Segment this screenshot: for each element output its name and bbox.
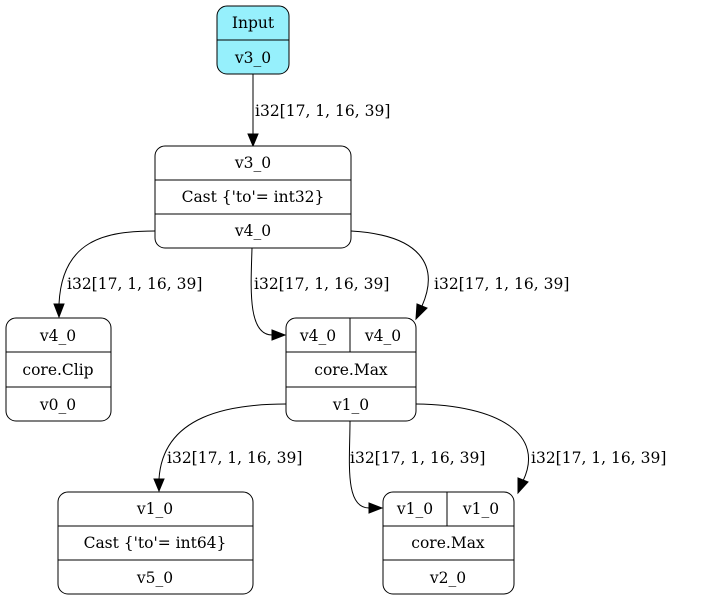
node-input: v1_0 — [136, 500, 173, 518]
edge-cast-to-max-a: i32[17, 1, 16, 39] — [250, 247, 389, 341]
node-output: v3_0 — [234, 49, 271, 67]
edge-label: i32[17, 1, 16, 39] — [531, 449, 666, 467]
node-input: v3_0 — [234, 154, 271, 172]
cast-int32-node[interactable]: v3_0 Cast {'to'= int32} v4_0 — [154, 145, 352, 249]
node-op: core.Clip — [22, 361, 93, 379]
max-node-1[interactable]: v4_0 v4_0 core.Max v1_0 — [285, 317, 417, 422]
edge-max-to-max2-a: i32[17, 1, 16, 39] — [348, 420, 485, 514]
node-output: v4_0 — [234, 222, 271, 240]
node-output: v0_0 — [39, 396, 76, 414]
input-node[interactable]: Input v3_0 — [216, 5, 290, 75]
edge-label: i32[17, 1, 16, 39] — [255, 102, 390, 120]
clip-node[interactable]: v4_0 core.Clip v0_0 — [5, 317, 112, 422]
node-input-a: v4_0 — [299, 327, 336, 345]
node-input-b: v4_0 — [364, 327, 401, 345]
node-op: Cast {'to'= int64} — [84, 534, 227, 552]
node-op: Cast {'to'= int32} — [182, 188, 325, 206]
edge-cast-to-clip: i32[17, 1, 16, 39] — [53, 230, 202, 319]
node-input-b: v1_0 — [462, 500, 499, 518]
edge-label: i32[17, 1, 16, 39] — [350, 449, 485, 467]
max-node-2[interactable]: v1_0 v1_0 core.Max v2_0 — [382, 491, 515, 595]
edge-label: i32[17, 1, 16, 39] — [434, 275, 569, 293]
node-title: Input — [232, 14, 275, 32]
edge-input-to-cast: i32[17, 1, 16, 39] — [247, 74, 390, 148]
node-output: v1_0 — [332, 396, 369, 414]
edge-label: i32[17, 1, 16, 39] — [254, 275, 389, 293]
node-output: v2_0 — [429, 569, 466, 587]
node-input-a: v1_0 — [396, 500, 433, 518]
node-op: core.Max — [314, 361, 388, 379]
edge-label: i32[17, 1, 16, 39] — [67, 275, 202, 293]
node-op: core.Max — [411, 534, 485, 552]
edge-max-to-max2-b: i32[17, 1, 16, 39] — [415, 403, 666, 495]
node-input: v4_0 — [39, 327, 76, 345]
edge-label: i32[17, 1, 16, 39] — [167, 449, 302, 467]
edge-max-to-cast64: i32[17, 1, 16, 39] — [153, 403, 302, 493]
node-output: v5_0 — [136, 569, 173, 587]
edge-cast-to-max-b: i32[17, 1, 16, 39] — [350, 230, 569, 321]
cast-int64-node[interactable]: v1_0 Cast {'to'= int64} v5_0 — [57, 491, 254, 595]
